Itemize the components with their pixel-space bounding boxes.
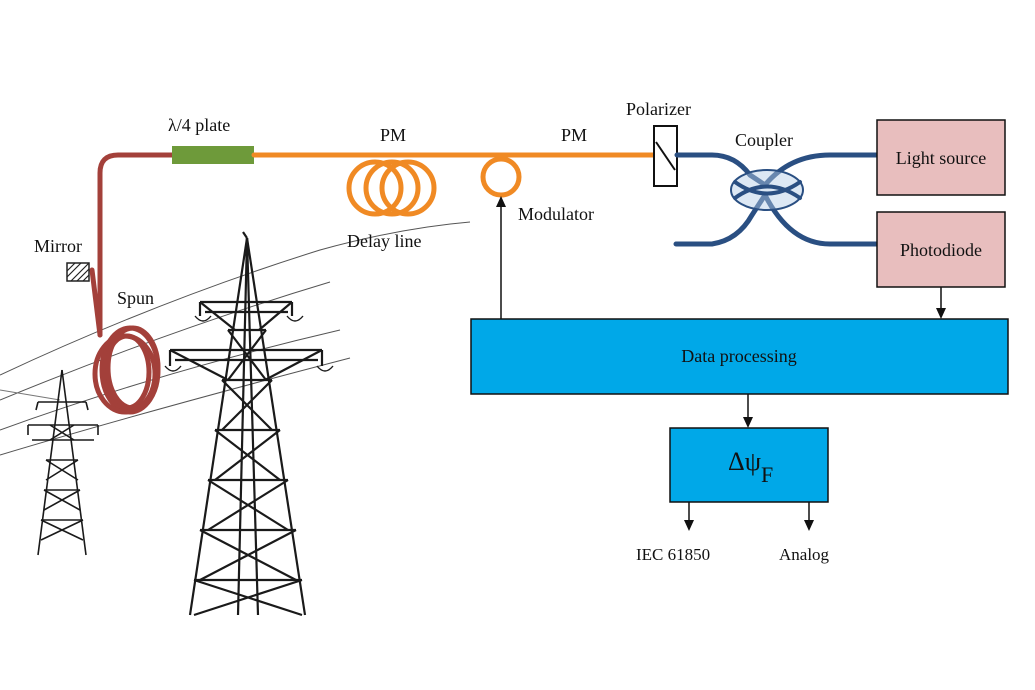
modulator-label: Modulator xyxy=(518,204,594,224)
quarter-plate-label: λ/4 plate xyxy=(168,115,230,135)
mirror-label: Mirror xyxy=(34,236,82,256)
signal-arrows xyxy=(496,196,946,531)
data-processing-label: Data processing xyxy=(681,346,796,366)
polarizer-label: Polarizer xyxy=(626,99,691,119)
data-processing-box xyxy=(470,318,1009,395)
pm-label-1: PM xyxy=(380,125,406,145)
small-tower-icon xyxy=(27,369,99,556)
delay-line-label: Delay line xyxy=(347,231,421,251)
spun-label: Spun xyxy=(117,288,154,308)
photodiode-label: Photodiode xyxy=(900,240,982,260)
quarter-wave-plate xyxy=(172,146,254,164)
polarizer-icon xyxy=(653,125,678,187)
delta-psi-box xyxy=(669,427,829,503)
transmission-lines-illustration xyxy=(0,221,471,456)
mirror-icon xyxy=(66,262,90,282)
coupler-label: Coupler xyxy=(735,130,793,150)
coupler xyxy=(673,152,880,247)
analog-output-label: Analog xyxy=(779,545,830,564)
light-source-label: Light source xyxy=(896,148,986,168)
pm-label-2: PM xyxy=(561,125,587,145)
spun-fiber xyxy=(89,152,175,415)
light-source-box xyxy=(876,119,1006,196)
pm-fiber xyxy=(251,152,658,217)
photodiode-box xyxy=(876,211,1006,288)
delta-psi-label: ΔψF xyxy=(728,447,773,487)
large-tower-icon xyxy=(164,231,334,617)
iec-output-label: IEC 61850 xyxy=(636,545,710,564)
